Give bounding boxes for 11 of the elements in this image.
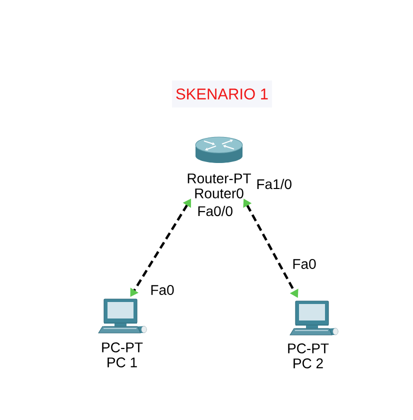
- device-name: PC 1: [108, 357, 137, 368]
- port-label: Fa0: [151, 285, 174, 295]
- model-label: PC-PT: [102, 342, 143, 352]
- port-label: Fa0: [293, 259, 316, 269]
- title-note: SKENARIO 1: [172, 80, 272, 108]
- port-label: Fa1/0: [257, 178, 292, 190]
- device-name: PC 2: [294, 358, 323, 368]
- device-name: Router0: [195, 188, 244, 198]
- model-label: Router-PT: [188, 174, 251, 184]
- model-label: PC-PT: [288, 343, 329, 354]
- port-label: Fa0/0: [198, 206, 232, 216]
